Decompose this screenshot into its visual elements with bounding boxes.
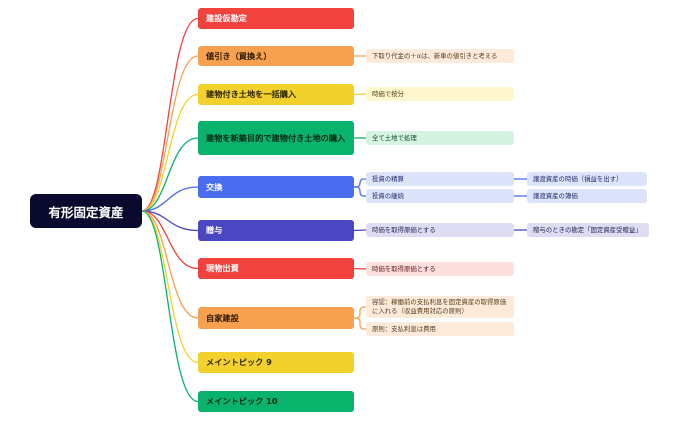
- subtopic-in-kind-market-value-cost[interactable]: 時価を取得原価とする: [366, 262, 514, 276]
- root-to-b1-line: [141, 17, 199, 212]
- b5-to-l4-line: [354, 178, 366, 188]
- topic-exchange[interactable]: 交換: [198, 176, 354, 198]
- subtopic-trade-in-note[interactable]: 下取り代金の＋αは、新車の値引きと考える: [366, 49, 514, 63]
- root-to-b2-line: [141, 55, 199, 212]
- root-to-b4-line: [141, 137, 199, 212]
- subtopic-interest-capitalization-allowed[interactable]: 容認：稼働前の支払利息を固定資産の取得原価に入れる（収益費用対応の原則）: [366, 296, 514, 318]
- root-to-b9-line: [141, 210, 199, 364]
- root-to-b6-line: [141, 210, 199, 232]
- subtopic-book-value-of-transferred-asset[interactable]: 譲渡資産の簿価: [527, 189, 647, 203]
- subtopic-gift-market-value-cost[interactable]: 時価を取得原価とする: [366, 223, 514, 237]
- subtopic-gift-account[interactable]: 贈与のときの勘定「固定資産受贈益」: [527, 223, 649, 237]
- topic-purchase-for-new-building[interactable]: 建物を新築目的で建物付き土地の購入: [198, 121, 354, 155]
- subtopic-market-value-of-transferred-asset[interactable]: 譲渡資産の時価（損益を出す）: [527, 172, 647, 186]
- root-topic[interactable]: 有形固定資産: [30, 194, 142, 228]
- topic-self-construction[interactable]: 自家建設: [198, 307, 354, 329]
- b8-to-l12-line: [354, 317, 366, 330]
- subtopic-investment-settlement[interactable]: 投資の精算: [366, 172, 514, 186]
- b5-to-l5-line: [354, 186, 366, 197]
- topic-lump-sum-purchase[interactable]: 建物付き土地を一括購入: [198, 84, 354, 105]
- topic-construction-in-progress[interactable]: 建設仮勘定: [198, 8, 354, 29]
- topic-contribution-in-kind[interactable]: 現物出資: [198, 258, 354, 279]
- topic-discount-trade-in[interactable]: 値引き（買換え）: [198, 46, 354, 66]
- subtopic-investment-continuation[interactable]: 投資の継続: [366, 189, 514, 203]
- root-to-b7-line: [141, 210, 199, 270]
- topic-main-9[interactable]: メイントピック 9: [198, 352, 354, 373]
- b7-to-l10-line: [353, 267, 367, 270]
- subtopic-all-as-land[interactable]: 全て土地で処理: [366, 131, 514, 145]
- subtopic-interest-expense-principle[interactable]: 原則：支払利息は費用: [366, 322, 514, 336]
- topic-gift[interactable]: 贈与: [198, 220, 354, 241]
- topic-main-10[interactable]: メイントピック 10: [198, 391, 354, 412]
- root-to-b5-line: [141, 186, 199, 212]
- root-to-b3-line: [141, 93, 199, 212]
- root-to-b10-line: [141, 210, 199, 403]
- b6-to-l8-line: [353, 229, 367, 232]
- subtopic-allocate-by-market-value[interactable]: 時価で按分: [366, 87, 514, 101]
- root-to-b8-line: [141, 210, 199, 319]
- b3-to-l2-line: [353, 93, 367, 96]
- b8-to-l11-line: [354, 306, 366, 319]
